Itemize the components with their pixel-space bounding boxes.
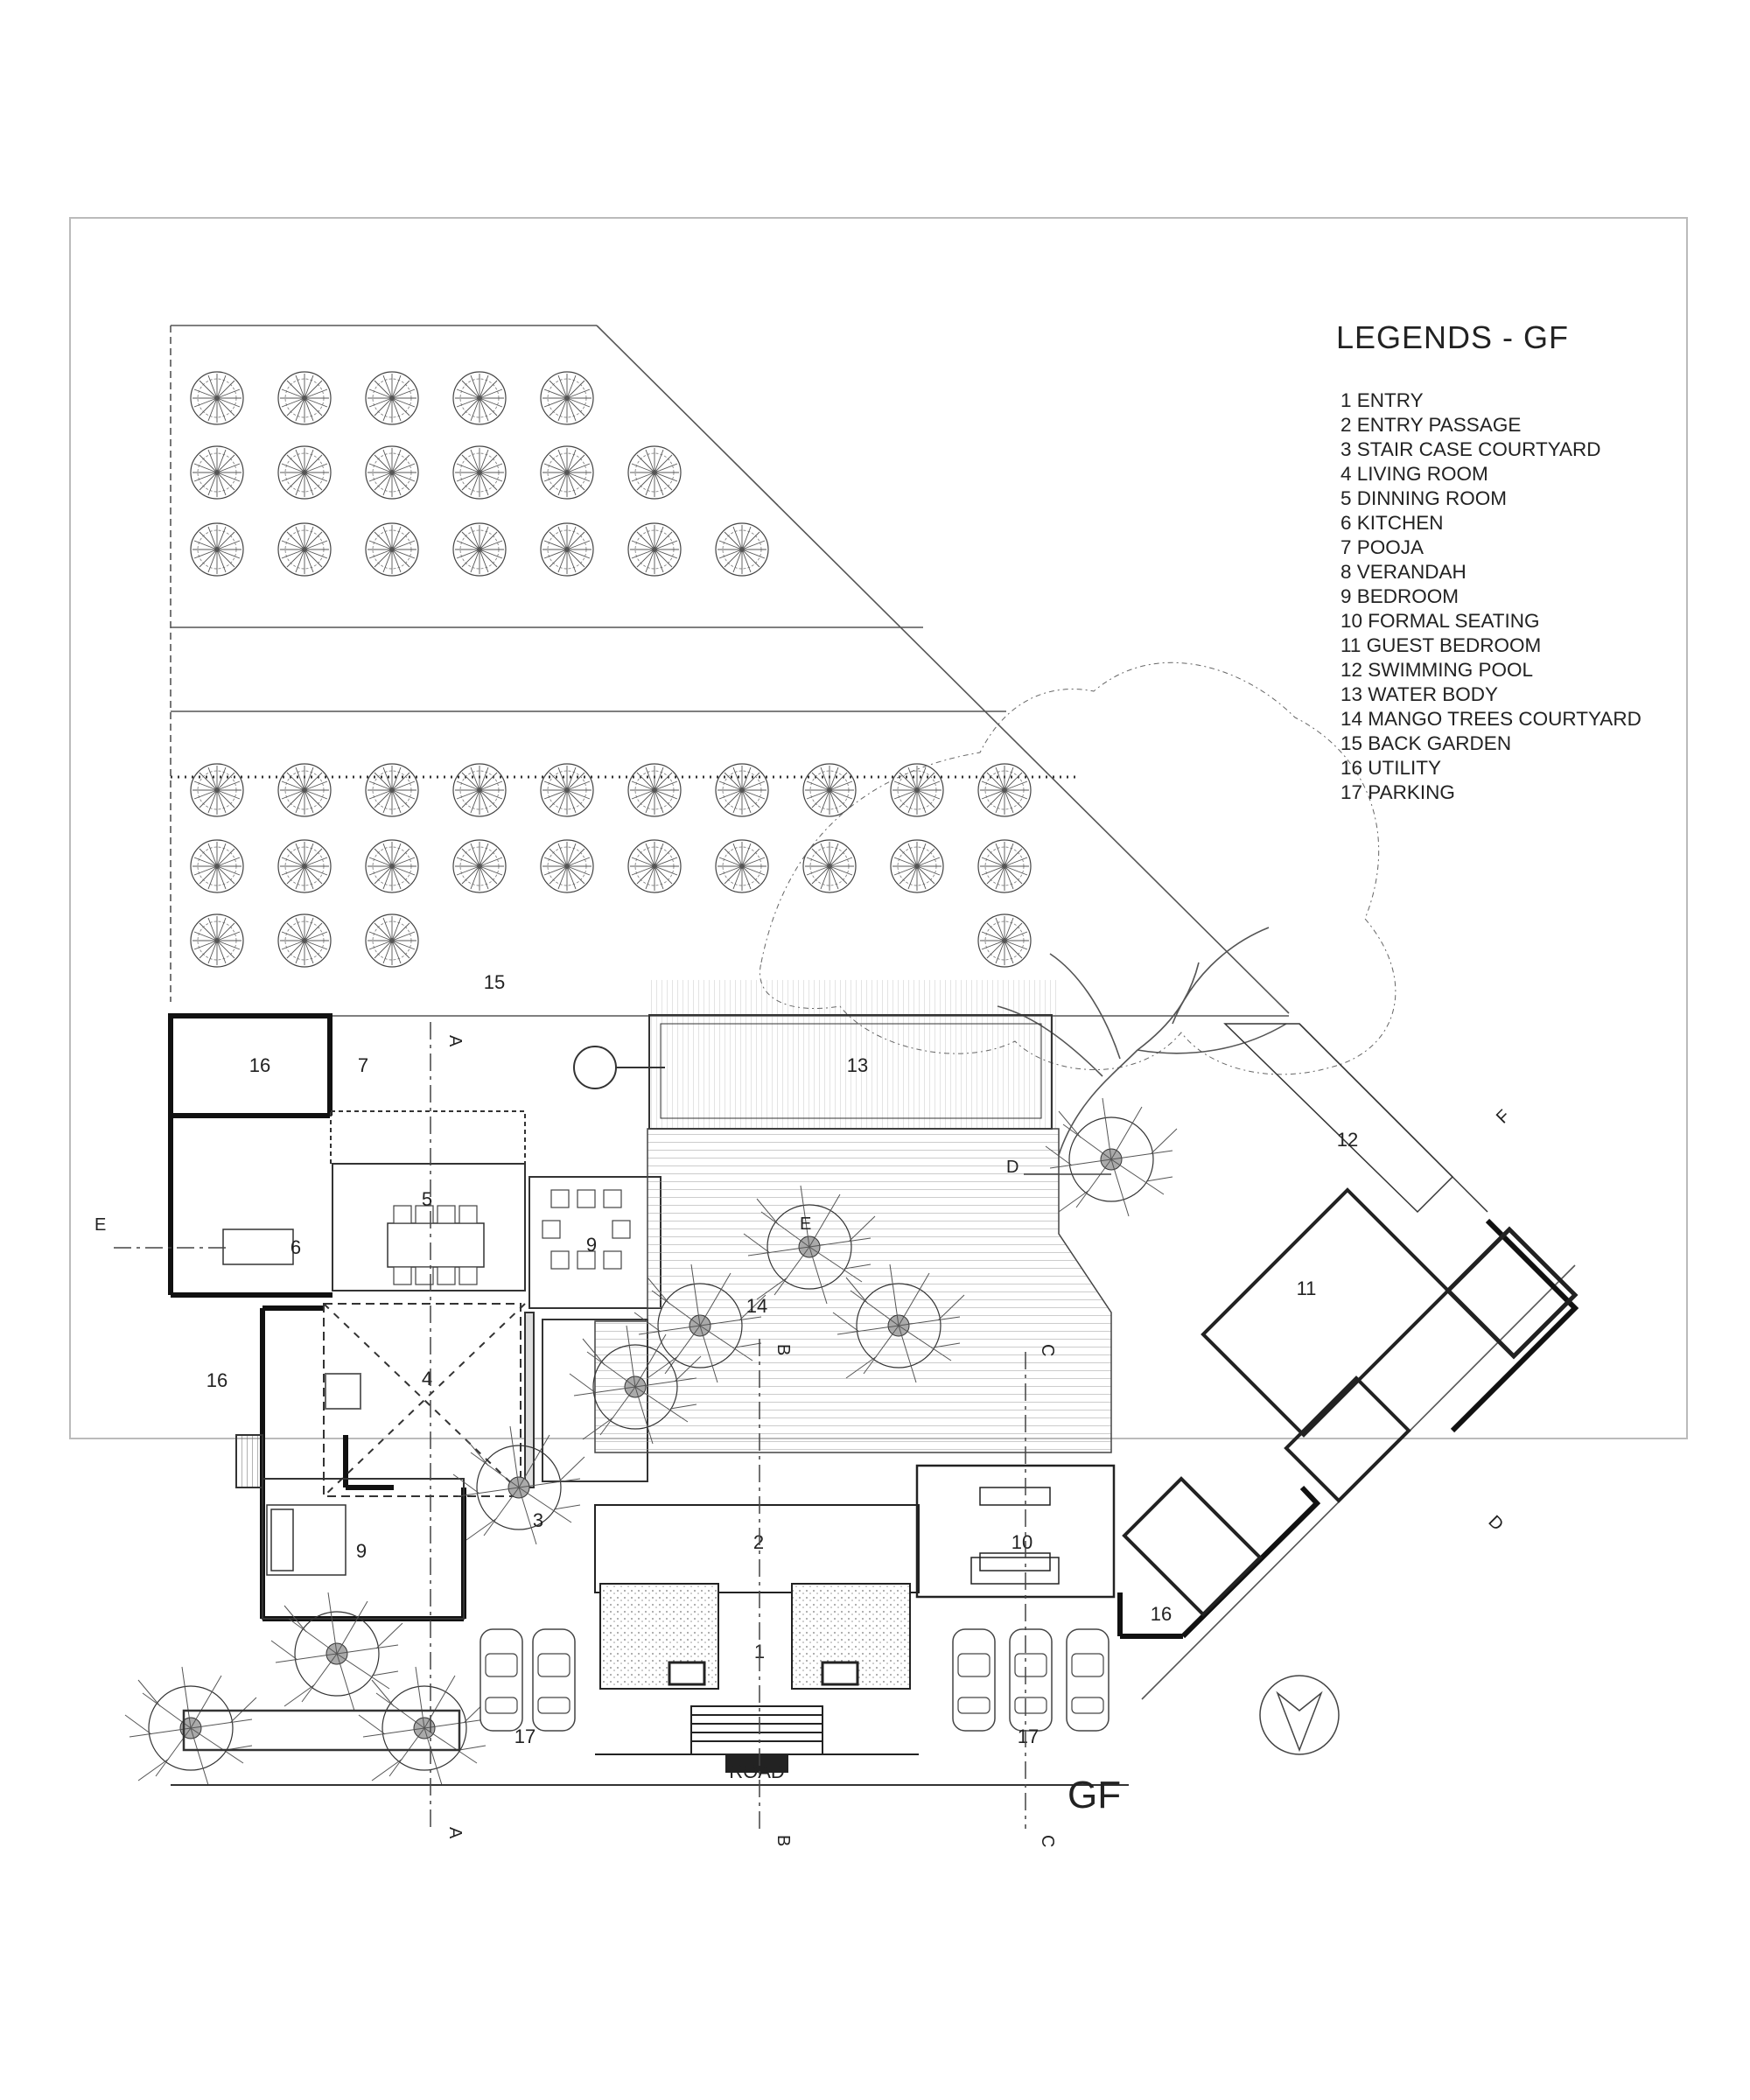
legend-item: 9 BEDROOM bbox=[1340, 585, 1460, 607]
legend-item: 11 GUEST BEDROOM bbox=[1340, 634, 1542, 656]
guest-bedroom-wing bbox=[1122, 1187, 1578, 1617]
label-entry: 1 bbox=[754, 1641, 765, 1662]
label-water-body: 13 bbox=[847, 1054, 868, 1076]
kitchen-island bbox=[222, 1228, 294, 1265]
left-planter bbox=[182, 1709, 461, 1752]
legend-item: 8 VERANDAH bbox=[1340, 561, 1466, 583]
legend-item: 13 WATER BODY bbox=[1340, 683, 1499, 705]
label-dining: 5 bbox=[422, 1188, 432, 1210]
legend-list: 1 ENTRY 2 ENTRY PASSAGE 3 STAIR CASE COU… bbox=[1340, 388, 1642, 805]
room-labels: 15 16 7 13 5 6 9 14 16 4 3 9 2 1 10 16 1… bbox=[206, 971, 1358, 1747]
legend-title: LEGENDS - GF bbox=[1336, 319, 1570, 355]
water-body bbox=[573, 980, 1059, 1130]
swimming-pool bbox=[1223, 1023, 1488, 1214]
label-staircase-courtyard: 3 bbox=[533, 1509, 543, 1531]
label-utility-right: 16 bbox=[1151, 1603, 1172, 1625]
building-walls bbox=[168, 1013, 1579, 1639]
legend-item: 16 UTILITY bbox=[1340, 757, 1442, 779]
label-back-garden: 15 bbox=[484, 971, 505, 993]
dining-table bbox=[387, 1205, 485, 1285]
legend-item: 10 FORMAL SEATING bbox=[1340, 610, 1540, 632]
label-kitchen: 6 bbox=[290, 1236, 301, 1258]
legend-item: 5 DINNING ROOM bbox=[1340, 487, 1508, 509]
section-markers bbox=[114, 1022, 1111, 1829]
section-marker-labels: A A B B C C D D E E F bbox=[94, 1035, 1514, 1847]
marker-b-top: B bbox=[774, 1344, 793, 1355]
label-mango-courtyard: 14 bbox=[746, 1295, 767, 1317]
marker-a-top: A bbox=[445, 1035, 465, 1047]
legend-item: 2 ENTRY PASSAGE bbox=[1340, 414, 1522, 436]
legend-item: 17 PARKING bbox=[1340, 781, 1455, 803]
label-pooja: 7 bbox=[358, 1054, 368, 1076]
label-parking-left: 17 bbox=[514, 1726, 536, 1747]
label-entry-passage: 2 bbox=[753, 1531, 764, 1553]
legend-item: 3 STAIR CASE COURTYARD bbox=[1340, 438, 1601, 460]
label-swimming-pool: 12 bbox=[1337, 1129, 1358, 1151]
marker-d-right: D bbox=[1484, 1512, 1507, 1535]
marker-b-bottom: B bbox=[774, 1835, 793, 1846]
bedroom-lower-furniture bbox=[266, 1504, 346, 1576]
interior-partitions bbox=[235, 1110, 662, 1620]
entry-block bbox=[594, 1504, 920, 1773]
label-utility-left: 16 bbox=[206, 1369, 228, 1391]
legend-item: 12 SWIMMING POOL bbox=[1340, 659, 1534, 681]
legend-item: 1 ENTRY bbox=[1340, 389, 1424, 411]
plan-title: GF bbox=[1068, 1774, 1121, 1816]
legend-item: 6 KITCHEN bbox=[1340, 512, 1444, 534]
road-label: ROAD bbox=[729, 1760, 785, 1782]
marker-d-left: D bbox=[1006, 1158, 1018, 1177]
marker-e-mid: E bbox=[800, 1214, 811, 1234]
marker-e-left: E bbox=[94, 1215, 106, 1235]
label-parking-right: 17 bbox=[1018, 1726, 1039, 1747]
label-bedroom-lower: 9 bbox=[356, 1540, 367, 1562]
label-utility-top: 16 bbox=[249, 1054, 270, 1076]
legend-item: 7 POOJA bbox=[1340, 536, 1424, 558]
label-formal-seating: 10 bbox=[1012, 1531, 1032, 1553]
label-living: 4 bbox=[422, 1368, 432, 1390]
mango-courtyard-deck bbox=[124, 1097, 1178, 1786]
north-arrow-icon bbox=[1259, 1675, 1340, 1755]
legend-item: 14 MANGO TREES COURTYARD bbox=[1340, 708, 1642, 730]
legend-item: 15 BACK GARDEN bbox=[1340, 732, 1512, 754]
formal-seating-block bbox=[915, 1464, 1116, 1599]
marker-c-top: C bbox=[1038, 1344, 1057, 1356]
legend-item: 4 LIVING ROOM bbox=[1340, 463, 1488, 485]
marker-a-bottom: A bbox=[445, 1827, 465, 1839]
orchard-trees bbox=[190, 371, 1032, 968]
marker-f: F bbox=[1493, 1106, 1514, 1127]
label-guest-bedroom: 11 bbox=[1297, 1278, 1317, 1299]
marker-c-bottom: C bbox=[1038, 1835, 1057, 1847]
label-bedroom-upper: 9 bbox=[586, 1234, 597, 1256]
